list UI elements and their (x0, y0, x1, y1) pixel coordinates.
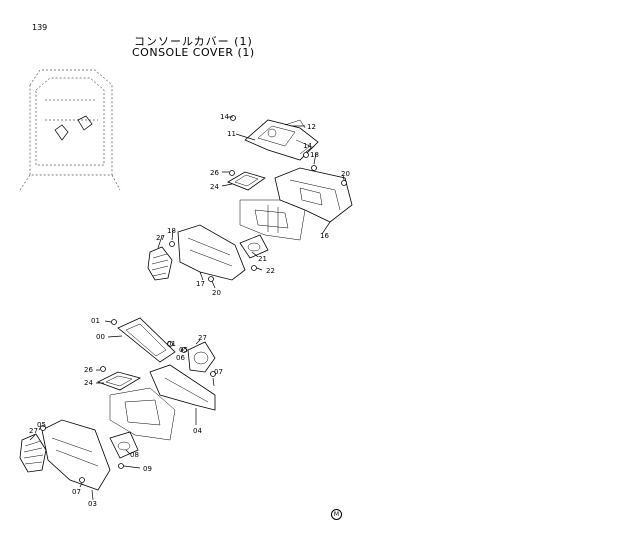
callout-17: 17 (196, 280, 205, 288)
callout-11: 11 (227, 130, 236, 138)
callout-26-bottom: 26 (84, 366, 93, 374)
callout-24-bottom: 24 (84, 379, 93, 387)
callout-27-left: 27 (29, 427, 38, 435)
cab-inset-illustration (19, 69, 121, 191)
callout-20-right: 20 (341, 170, 350, 178)
title-japanese: コンソールカバー (1) (134, 35, 253, 48)
callout-04: 04 (193, 427, 202, 435)
callout-16: 16 (320, 232, 329, 240)
callout-08: 08 (130, 451, 139, 459)
callout-14-right: 14 (303, 142, 312, 150)
callout-05-left: 05 (37, 421, 46, 429)
callout-05-top: 05 (179, 346, 188, 354)
callout-27-right: 27 (198, 334, 207, 342)
top-callouts: 14 11 12 14 18 20 26 24 16 18 27 21 22 1… (156, 113, 350, 297)
title-english: CONSOLE COVER (1) (132, 46, 255, 59)
callout-07-bottom: 07 (72, 488, 81, 496)
callout-20-bottom: 20 (212, 289, 221, 297)
callout-21: 21 (258, 255, 267, 263)
callout-00: 00 (96, 333, 105, 341)
bottom-callouts: 01 00 01 05 27 06 26 07 24 04 27 05 08 0… (29, 317, 223, 508)
callout-06: 06 (176, 354, 185, 362)
callout-12: 12 (307, 123, 316, 131)
callout-03: 03 (88, 500, 97, 508)
callout-24-top: 24 (210, 183, 219, 191)
callout-18-left: 18 (167, 227, 176, 235)
callout-14-upper: 14 (220, 113, 229, 121)
callout-07-right: 07 (214, 368, 223, 376)
page-number: 139 (32, 23, 48, 32)
callout-09: 09 (143, 465, 152, 473)
top-assembly (147, 115, 353, 289)
callout-01-left: 01 (91, 317, 100, 325)
callout-27-top: 27 (156, 234, 165, 242)
footer-mark: M (331, 509, 342, 520)
callout-01-right: 01 (167, 340, 176, 348)
callout-26-top: 26 (210, 169, 219, 177)
callout-22: 22 (266, 267, 275, 275)
bottom-assembly (19, 317, 216, 501)
callout-18-right: 18 (310, 151, 319, 159)
